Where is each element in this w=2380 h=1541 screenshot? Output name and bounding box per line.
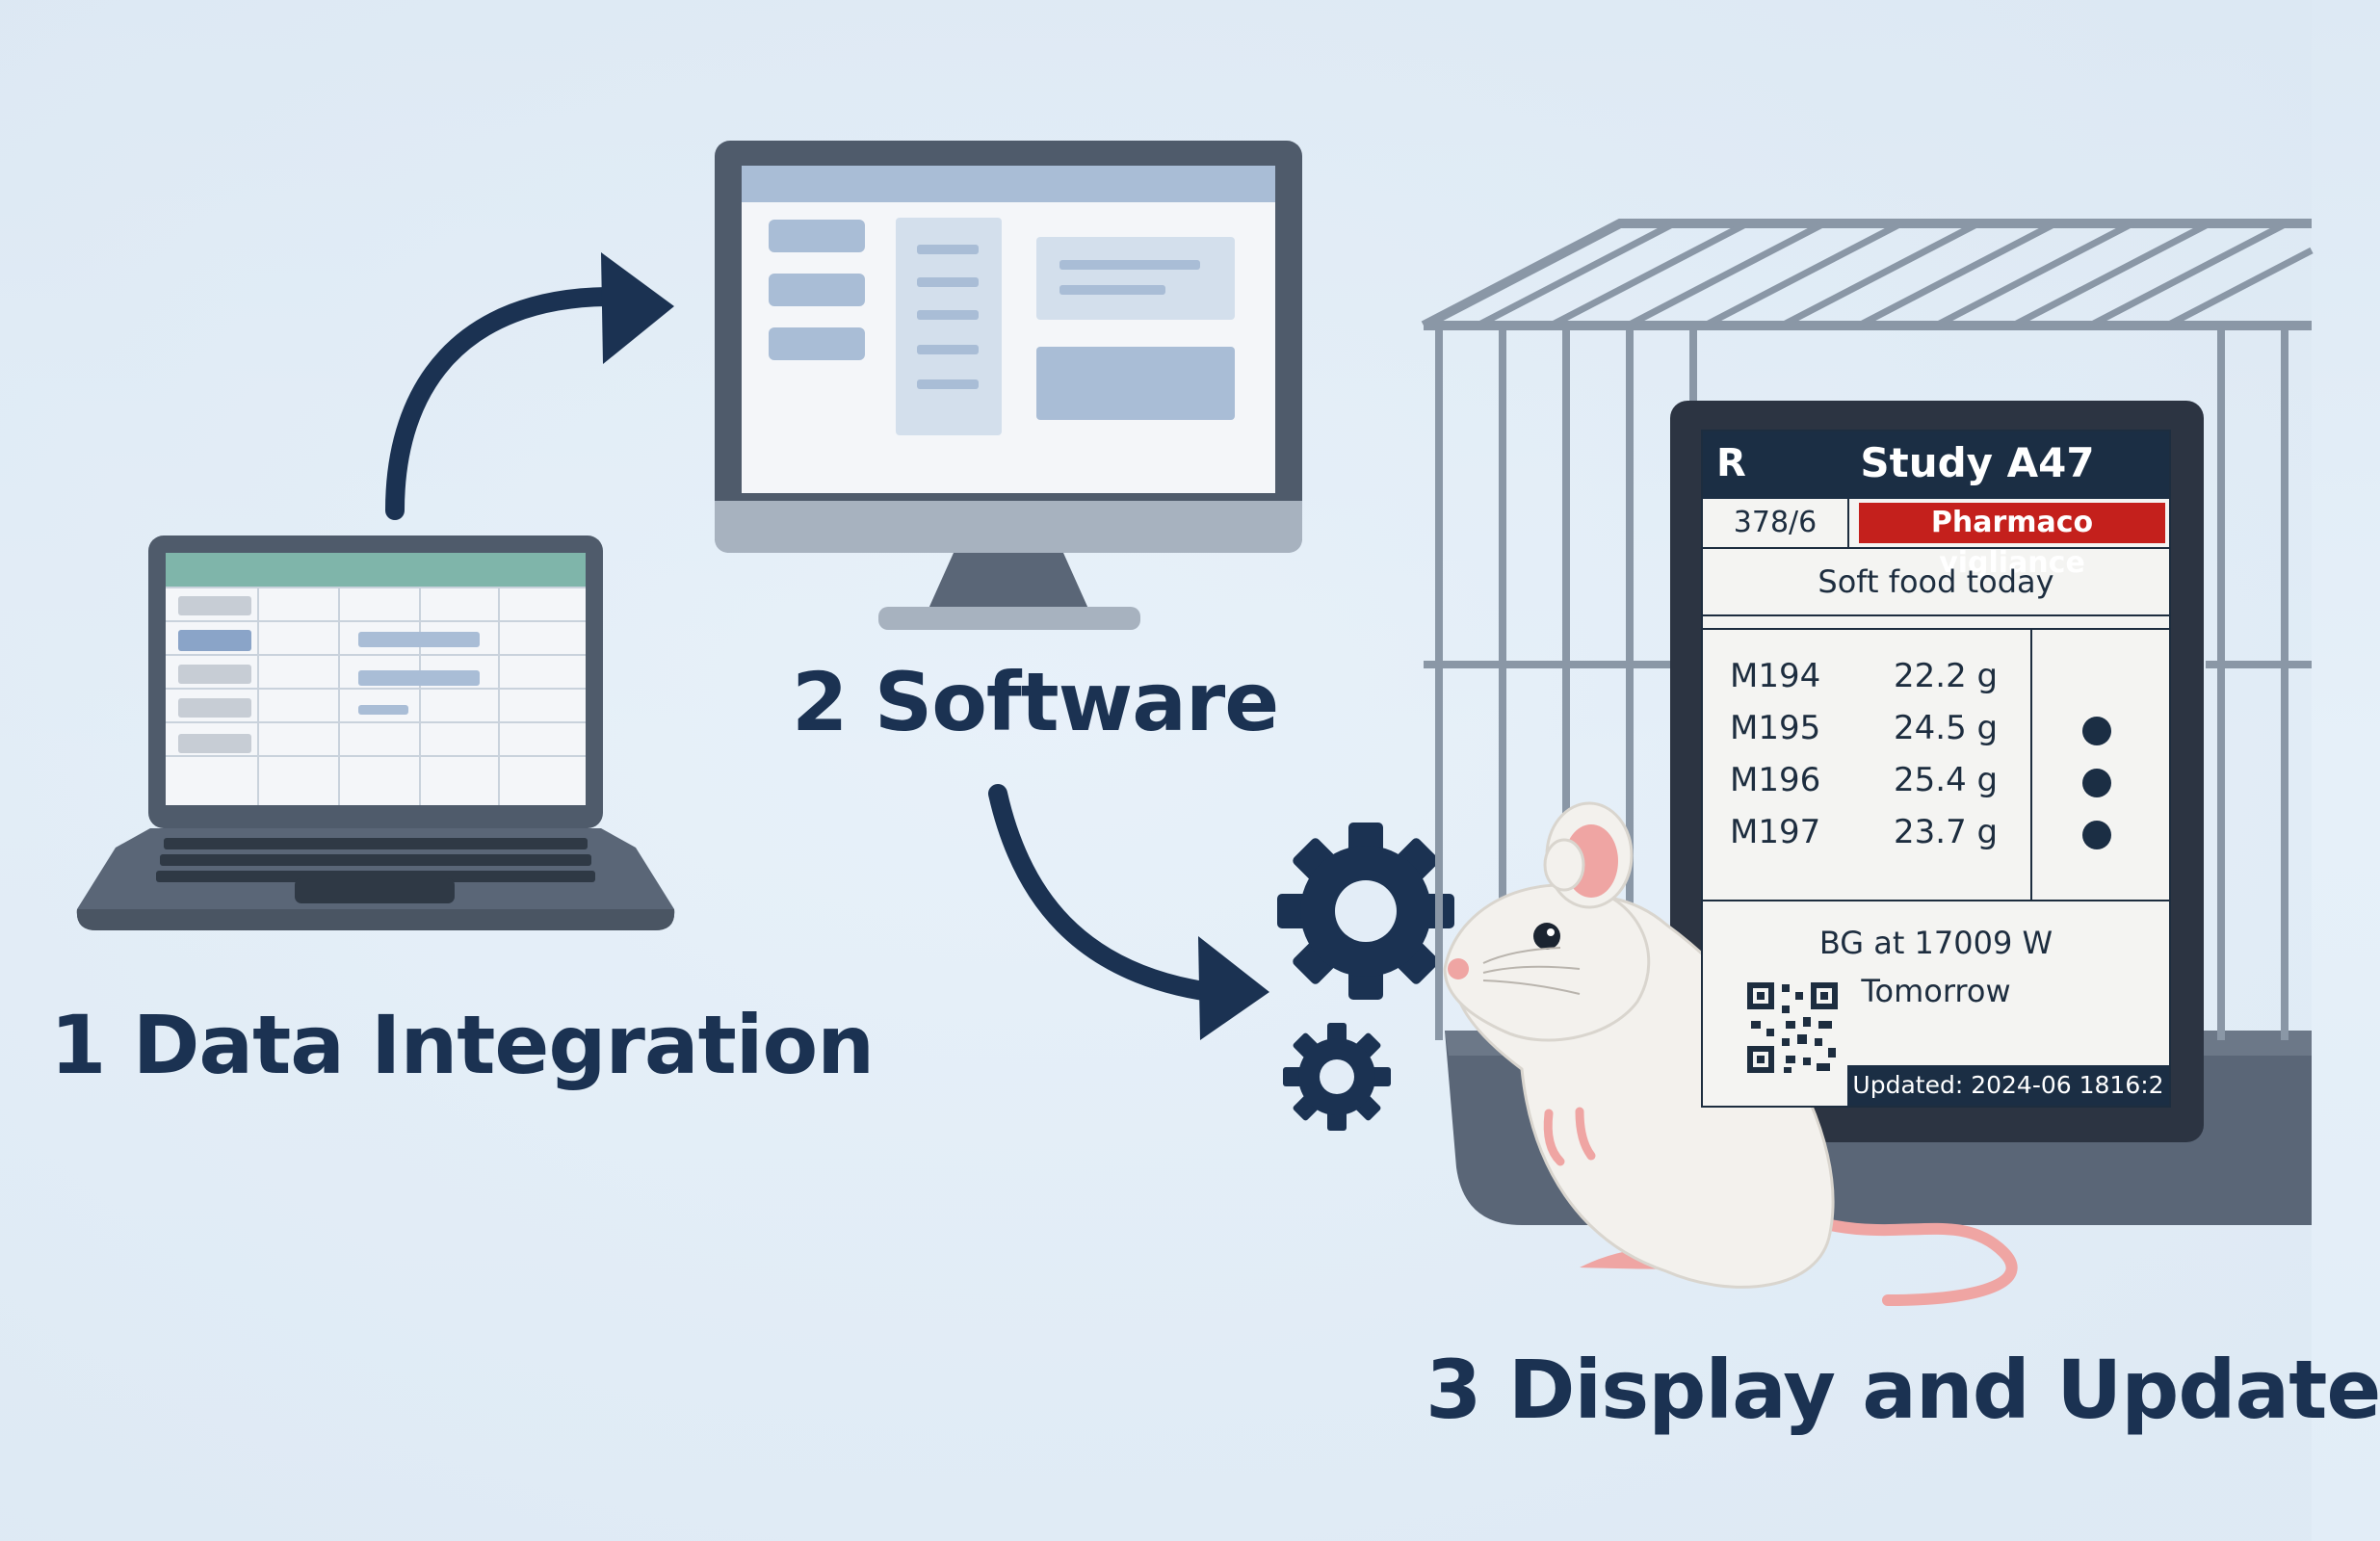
table-row: M194 22.2 g — [1703, 651, 2169, 703]
cage-id-row: 378/6 Pharmaco vigliance — [1703, 499, 2169, 580]
flag-dot-icon — [2082, 717, 2111, 745]
rack-letter: R — [1716, 441, 1746, 485]
monitor-icon — [715, 141, 1302, 630]
gear-icon — [1283, 1023, 1391, 1131]
step-3-label: 3 Display and Update — [1425, 1343, 2380, 1437]
qr-code-icon — [1743, 979, 1842, 1077]
cage-tag-display: R Study A47 378/6 Pharmaco vigliance Sof… — [1701, 430, 2171, 1108]
cage-tag-header: R Study A47 — [1703, 431, 2169, 499]
laptop-icon — [76, 535, 675, 930]
curved-arrow-icon — [385, 252, 674, 520]
animal-weight: 24.5 g — [1894, 709, 1999, 747]
table-row: M196 25.4 g — [1703, 755, 2169, 807]
table-row: M195 24.5 g — [1703, 703, 2169, 755]
task-line-2: Tomorrow — [1861, 973, 2011, 1009]
animal-id: M195 — [1730, 709, 1821, 747]
flag-dot-icon — [2082, 769, 2111, 797]
task-line-1: BG at 17009 W — [1818, 925, 2053, 961]
step-1-label: 1 Data Integration — [50, 998, 875, 1092]
table-divider — [2030, 630, 2032, 900]
table-row: M197 23.7 g — [1703, 807, 2169, 859]
care-note: Soft food today — [1703, 549, 2169, 616]
animal-weight: 25.4 g — [1894, 761, 1999, 799]
animal-id: M194 — [1730, 657, 1821, 695]
flag-dot-icon — [2082, 821, 2111, 849]
cage-tag-screen: R Study A47 378/6 Pharmaco vigliance Sof… — [1701, 430, 2171, 1108]
step-2-label: 2 Software — [792, 655, 1279, 749]
updated-timestamp: Updated: 2024-06 1816:2 — [1847, 1065, 2169, 1106]
animal-id: M197 — [1730, 813, 1821, 851]
alert-badge: Pharmaco vigliance — [1859, 503, 2165, 580]
animal-weight: 23.7 g — [1894, 813, 1999, 851]
animal-table: M194 22.2 g M195 24.5 g M196 25.4 g M197… — [1703, 628, 2169, 901]
curved-arrow-icon — [988, 784, 1269, 1040]
cage-id: 378/6 — [1703, 499, 1849, 547]
gear-icon — [1277, 823, 1454, 1000]
animal-id: M196 — [1730, 761, 1821, 799]
study-title: Study A47 — [1860, 439, 2095, 486]
animal-weight: 22.2 g — [1894, 657, 1999, 695]
